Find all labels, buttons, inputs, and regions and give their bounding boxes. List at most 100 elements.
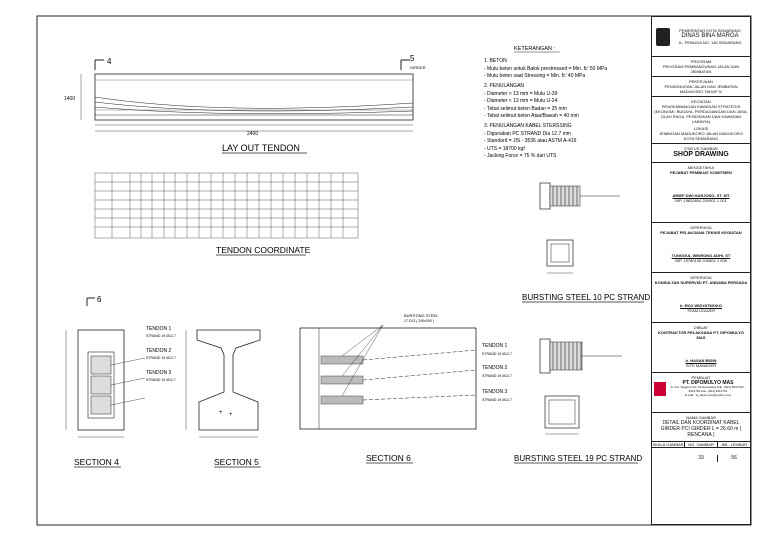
approve-cell: MENGETAHUI PEJABAT PEMBUAT KOMITMEN ARIE… bbox=[652, 163, 750, 223]
note-line: - Standard = JIS - 3536 atau ASTM A-416 bbox=[484, 138, 577, 144]
note-line: - Tebal selimut beton Badan = 25 mm bbox=[484, 106, 567, 112]
sec6-tendon-3: TENDON 3 bbox=[482, 389, 508, 395]
job-label: PEKERJAAN bbox=[689, 79, 713, 84]
i-girder-shape bbox=[196, 329, 261, 431]
location-label: LOKASI bbox=[693, 126, 709, 131]
dim-height: 1400 bbox=[64, 96, 75, 102]
section-6-title: SECTION 6 bbox=[366, 453, 411, 463]
note-line: 1. BETON bbox=[484, 58, 507, 64]
section-4: 6 TENDON 1 STRAND 19 Ø12.7 TENDON 2 STRA… bbox=[65, 295, 176, 468]
agency-header: PEMERINTAH KOTA SEMARANG DINAS BINA MARG… bbox=[652, 17, 750, 57]
status-label: STATUS GAMBAR bbox=[684, 146, 718, 151]
sec4-strand-2: STRAND 19 Ø12.7 bbox=[146, 356, 176, 360]
section-5-title: SECTION 5 bbox=[214, 457, 259, 467]
note-line: - Mutu beton untuk Balok prestressed = M… bbox=[484, 66, 607, 72]
maker-name: PT. DIPOMULYO MAS bbox=[682, 379, 734, 386]
contr-role: KONTRAKTOR PELAKSANA PT. DIPOMULYO MAS bbox=[657, 329, 745, 340]
sec6-strand-3: STRAND 19 Ø12.7 bbox=[482, 398, 512, 402]
sec4-tendon-1: TENDON 1 bbox=[146, 326, 172, 332]
maker-label: PEMBUAT bbox=[691, 374, 711, 380]
approve-label: MENGETAHUI bbox=[687, 164, 715, 170]
number-label: NO. GAMBAR bbox=[685, 441, 718, 447]
check-role: PEJABAT PELAKSANA TEKNIS KEGIATAN bbox=[660, 229, 742, 235]
bursting-note: BURSTING STEEL bbox=[404, 313, 439, 318]
bursting-note-2: 17 D13 ( 290x290 ) bbox=[404, 319, 434, 323]
section-marker-4: 4 bbox=[107, 57, 112, 66]
drawing-name-label: NAMA GAMBAR bbox=[686, 414, 716, 420]
note-line: 2. PENULANGAN bbox=[484, 83, 524, 89]
sec6-strand-1: STRAND 19 Ø12.7 bbox=[482, 352, 512, 356]
notes-heading: KETERANGAN : bbox=[514, 46, 555, 52]
contr-title: SITE MANAGER bbox=[685, 362, 717, 368]
bursting-steel-19: BURSTING STEEL 19 PC STRAND bbox=[514, 338, 642, 464]
maker-email: E-mail : pt_dipomulyo@yahoo.com bbox=[684, 392, 732, 397]
contractor-cell: DIBUAT KONTRAKTOR PELAKSANA PT. DIPOMULY… bbox=[652, 323, 750, 373]
job-cell: PEKERJAAN PENINGKATAN JALAN DAN JEMBATAN… bbox=[652, 77, 750, 97]
job-value: PENINGKATAN JALAN DAN JEMBATAN MADUKORO … bbox=[664, 84, 738, 94]
note-line: - Jacking Force = 75 % dari UTS bbox=[484, 153, 557, 159]
tendon-profile-2 bbox=[94, 101, 414, 112]
title-block: PEMERINTAH KOTA SEMARANG DINAS BINA MARG… bbox=[651, 16, 751, 525]
drawing-name-cell: NAMA GAMBAR DETAIL DAN KOORDINAT KABEL G… bbox=[652, 413, 750, 442]
drawing-name-value: DETAIL DAN KOORDINAT KABEL GIRDER PCI GI… bbox=[660, 419, 742, 439]
girder-label: GIRDER bbox=[410, 65, 426, 70]
note-line: - Diameter < 13 mm = Mutu U-24 bbox=[484, 98, 558, 104]
number-value: 33 bbox=[685, 455, 718, 462]
check-label: DIPERIKSA bbox=[690, 224, 712, 230]
maker-addr: Jl. Kol. Sugiono No. 19 Semarang Telp. (… bbox=[670, 385, 746, 393]
tendon-coordinate-title: TENDON COORDINATE bbox=[216, 245, 311, 255]
sheet-border bbox=[36, 15, 752, 526]
note-line: - Tebal selimut beton Atas/Bawah = 40 mm bbox=[484, 113, 579, 119]
tendon-profile-3 bbox=[94, 106, 414, 114]
check-name: TUNGGUL WIKRONO ADHI, ST bbox=[671, 252, 731, 258]
location-value: JEMBATAN MADUKORO JALAN MADUKORO KOTA SE… bbox=[659, 131, 743, 141]
tendon-coordinate-table bbox=[94, 172, 359, 239]
bursting-steel-10: BURSTING STEEL 10 PC STRAND bbox=[522, 182, 650, 303]
sec6-tendon-1: TENDON 1 bbox=[482, 343, 508, 349]
contr-name: Ir. HASAN BIDIN bbox=[685, 357, 717, 363]
section-5: + + SECTION 5 bbox=[185, 329, 261, 468]
note-line: - Diameter > 13 mm = Mutu U-39 bbox=[484, 91, 558, 97]
activity-value: PENGEMBANGAN KAWASAN STRATEGIS (EKONOMI,… bbox=[654, 104, 748, 124]
sheets-value: 56 bbox=[731, 455, 737, 462]
layout-tendon: 4 5 GIRDER 1400 2400 LAY OUT TENDON bbox=[64, 54, 426, 154]
activity-cell: KEGIATAN PENGEMBANGAN KAWASAN STRATEGIS … bbox=[652, 97, 750, 144]
program-value: PROGRAM PEMBANGUNAN JALAN DAN JEMBATAN bbox=[662, 64, 740, 74]
activity-label: KEGIATAN bbox=[691, 99, 711, 104]
layout-tendon-title: LAY OUT TENDON bbox=[222, 143, 300, 153]
super-label: DIPERIKSA bbox=[690, 274, 712, 280]
dim-total: 2400 bbox=[247, 131, 258, 137]
bursting-19-title: BURSTING STEEL 19 PC STRAND bbox=[514, 454, 642, 463]
super-name: Ir. EKO WIDYATMOKO bbox=[679, 302, 722, 308]
sec4-tendon-2: TENDON 2 bbox=[146, 348, 172, 354]
sheet-info-values: 33 56 bbox=[652, 448, 750, 470]
contr-label: DIBUAT bbox=[693, 324, 709, 330]
program-label: PROGRAM bbox=[690, 59, 712, 64]
sec6-tendon-2: TENDON 2 bbox=[482, 365, 508, 371]
check-nip: NIP. 19780105 200801 1 008 bbox=[675, 257, 727, 263]
agency-sub: JL. PEMUDA NO. 148 SEMARANG bbox=[678, 40, 742, 46]
status-cell: STATUS GAMBAR SHOP DRAWING bbox=[652, 144, 750, 163]
sec4-strand-3: STRAND 19 Ø12.7 bbox=[146, 378, 176, 382]
agency-top: PEMERINTAH KOTA SEMARANG bbox=[679, 27, 741, 33]
program-cell: PROGRAM PROGRAM PEMBANGUNAN JALAN DAN JE… bbox=[652, 57, 750, 77]
section-6: BURSTING STEEL 17 D13 ( 290x290 ) TENDON… bbox=[299, 313, 512, 464]
approve-nip: NIP. 19820804 200901 1 001 bbox=[675, 197, 727, 203]
svg-text:+: + bbox=[219, 410, 223, 416]
approve-name: ARIEF DWI HARJONO, ST. MT bbox=[672, 192, 730, 198]
scale-label: SKALA GAMBAR bbox=[652, 441, 685, 447]
note-line: - Mutu beton saat Stressing = Min. fc' 4… bbox=[484, 73, 585, 79]
note-line: - UTS = 18700 kgf bbox=[484, 146, 525, 152]
notes: KETERANGAN : 1. BETON - Mutu beton untuk… bbox=[484, 46, 607, 159]
agency-name: DINAS BINA MARGA bbox=[681, 32, 739, 39]
section-4-title: SECTION 4 bbox=[74, 457, 119, 467]
sheet-info-header: SKALA GAMBAR NO. GAMBAR JML. LEMBAR bbox=[652, 441, 750, 448]
sec4-tendon-3: TENDON 3 bbox=[146, 370, 172, 376]
supervisor-cell: DIPERIKSA KONSULTAN SUPERVISI PT. ANNABA… bbox=[652, 273, 750, 323]
bursting-10-title: BURSTING STEEL 10 PC STRAND bbox=[522, 293, 650, 302]
status-value: SHOP DRAWING bbox=[673, 151, 729, 158]
sec4-strand-1: STRAND 19 Ø12.7 bbox=[146, 334, 176, 338]
section-marker-6: 6 bbox=[97, 295, 102, 304]
